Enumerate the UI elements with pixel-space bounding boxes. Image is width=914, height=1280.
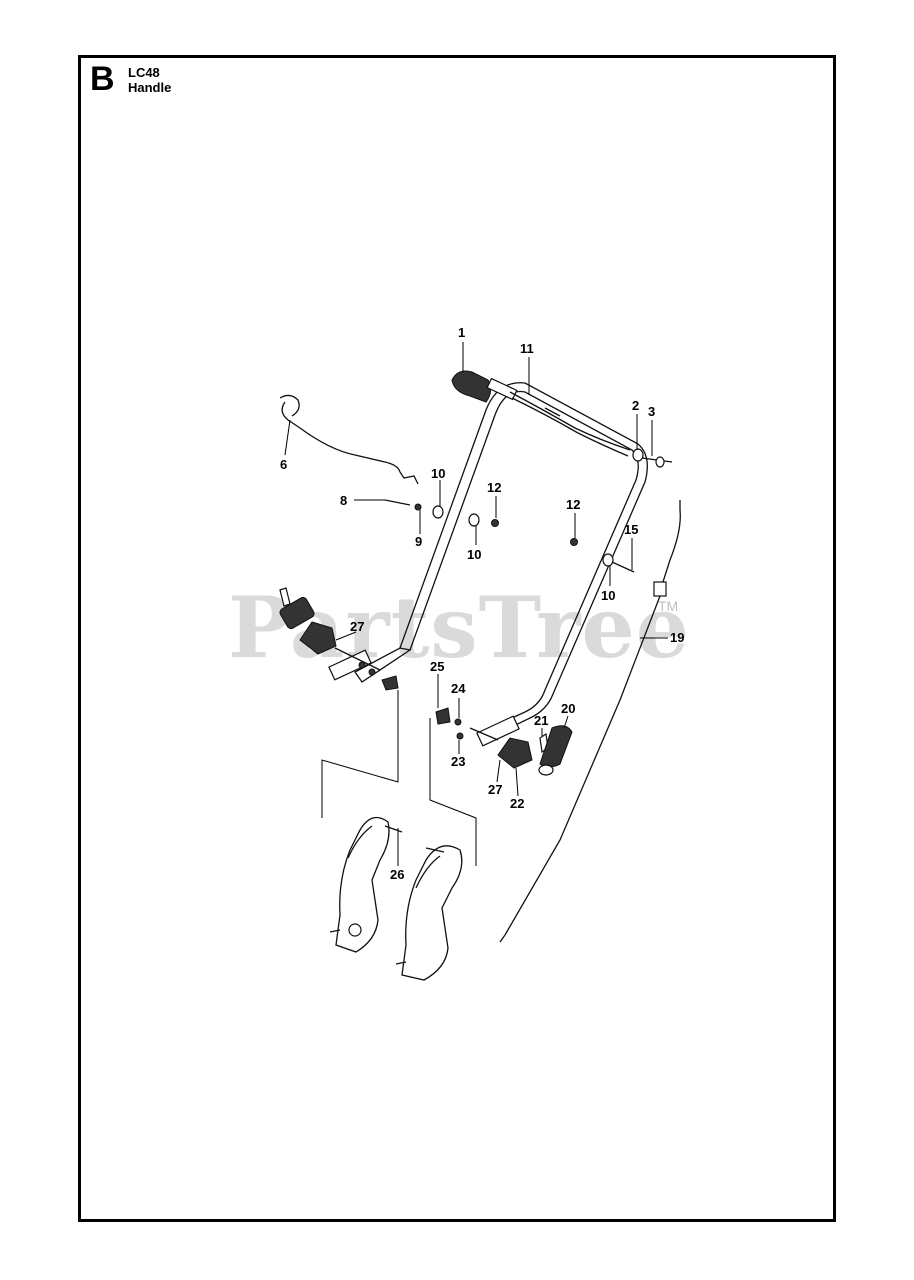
callout-10b: 10: [467, 547, 481, 562]
leader-lines: [284, 342, 668, 866]
right-fasteners: [570, 448, 673, 573]
wire-harness: [509, 391, 631, 457]
callout-6: 6: [280, 457, 287, 472]
callout-3: 3: [648, 404, 655, 419]
watermark-trademark: TM: [658, 598, 679, 614]
right-knob-assembly: [435, 707, 573, 776]
callout-9: 9: [415, 534, 422, 549]
callout-25: 25: [430, 659, 444, 674]
left-knob-assembly: [279, 587, 399, 691]
callout-21: 21: [534, 713, 548, 728]
callout-10c: 10: [601, 588, 615, 603]
callout-8: 8: [340, 493, 347, 508]
model-name: LC48: [128, 65, 160, 80]
callout-1: 1: [458, 325, 465, 340]
callout-12b: 12: [566, 497, 580, 512]
callout-10a: 10: [431, 466, 445, 481]
section-letter: B: [90, 60, 115, 98]
callout-27a: 27: [350, 619, 364, 634]
handle-bar: [328, 382, 648, 747]
callout-19: 19: [670, 630, 684, 645]
lower-bracket-left: [329, 816, 403, 953]
callout-26: 26: [390, 867, 404, 882]
control-cable: [499, 500, 681, 943]
callout-labels: 1 11 2 3 6 10 12 8 9 10 12 15 10 27 19 2…: [280, 325, 684, 882]
callout-22: 22: [510, 796, 524, 811]
lower-bracket-right: [395, 845, 463, 981]
bail-lever: [279, 394, 419, 485]
callout-11: 11: [520, 341, 534, 356]
diagram-title: Handle: [128, 80, 172, 95]
diagram-frame: [78, 55, 836, 1222]
callout-24: 24: [451, 681, 466, 696]
callout-15: 15: [624, 522, 638, 537]
callout-23: 23: [451, 754, 465, 769]
callout-27b: 27: [488, 782, 502, 797]
callout-20: 20: [561, 701, 575, 716]
control-grip: [451, 370, 518, 403]
callout-2: 2: [632, 398, 639, 413]
left-fasteners: [384, 499, 499, 527]
callout-12a: 12: [487, 480, 501, 495]
